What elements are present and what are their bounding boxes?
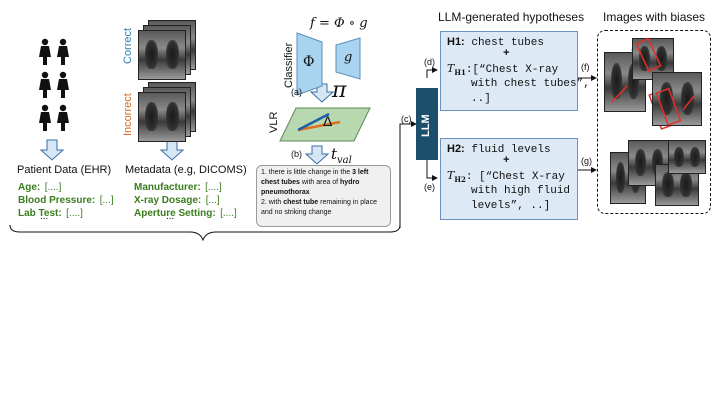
delta-symbol: Δ — [323, 113, 333, 129]
h2-line-3: levels”, ..] — [471, 200, 551, 212]
h1-id: H1: — [447, 36, 465, 48]
incorrect-label: Incorrect — [122, 93, 134, 136]
correct-xray-front — [138, 30, 186, 80]
phi-trapezoid — [296, 32, 323, 96]
metadata-field-value: [...] — [205, 195, 220, 206]
correct-label: Correct — [122, 27, 134, 64]
report-line-1: 1. there is little change in the 3 left … — [261, 169, 369, 196]
metadata-field-key: Aperture Setting: — [134, 208, 216, 219]
step-e-label: (e) — [424, 182, 435, 192]
patient-field-value: [....] — [66, 208, 83, 219]
llm-to-h2-line — [426, 158, 438, 181]
metadata-field-row: Aperture Setting: [....] — [134, 203, 274, 219]
patient-figures-icon — [39, 38, 69, 131]
h2-set-line: TH2: [“Chest X-ray — [447, 169, 565, 184]
metadata-down-arrow — [159, 139, 185, 161]
pi-symbol: π — [332, 78, 347, 103]
h1-line-3: ..] — [471, 93, 491, 105]
patient-ellipsis: ... — [40, 211, 49, 222]
h2-id: H2: — [447, 143, 465, 155]
llm-to-h1-line — [426, 69, 437, 78]
patient-fields: Age: [....] Blood Pressure: [...] Lab Te… — [18, 177, 138, 219]
step-c-label: (c) — [401, 114, 412, 124]
incorrect-xray-front — [138, 92, 186, 142]
g-trapezoid — [335, 37, 361, 80]
step-a-label: (a) — [291, 87, 302, 97]
h2-plus: + — [503, 155, 510, 167]
patient-field-value: [...] — [99, 195, 114, 206]
patient-field-key: Lab Test: — [18, 208, 62, 219]
h1-set-sub: H1 — [454, 68, 466, 78]
step-g-label: (g) — [581, 156, 592, 166]
h2-title: H2: fluid levels — [447, 143, 551, 156]
h1-set-line: TH1:[“Chest X-ray — [447, 62, 558, 77]
hypotheses-header: LLM-generated hypotheses — [438, 10, 585, 24]
phi-symbol: Φ — [303, 54, 315, 70]
biased-xray-3 — [652, 72, 702, 126]
patient-field-row: Blood Pressure: [...] — [18, 190, 138, 206]
h1-title: H1: chest tubes — [447, 36, 544, 49]
patient-field-row: Lab Test: [....] — [18, 203, 138, 219]
metadata-field-value: [....] — [205, 182, 222, 193]
h1-plus: + — [503, 48, 510, 60]
h2-line-2: with high fluid — [471, 185, 571, 197]
step-f-label: (f) — [581, 62, 590, 72]
h2-set-sub: H2 — [454, 175, 466, 185]
classifier-formula: f = Φ ∘ g — [310, 16, 368, 31]
vlr-down-arrow — [304, 145, 330, 165]
images-header: Images with biases — [603, 10, 706, 24]
brace-to-llm-line — [399, 121, 417, 228]
metadata-caption: Metadata (e.g, DICOMS) — [125, 164, 247, 176]
input-brace — [9, 224, 401, 242]
h1-line-2: with chest tubes”, — [471, 78, 590, 90]
radiology-report-box: 1. there is little change in the 3 left … — [256, 165, 391, 227]
patient-field-key: Blood Pressure: — [18, 195, 96, 206]
t-val-sub: val — [337, 155, 352, 166]
metadata-field-value: [....] — [220, 208, 237, 219]
h2-line-1: : [“Chest X-ray — [465, 171, 565, 183]
t-val-main: t — [331, 145, 338, 163]
h1-set-symbol: T — [447, 62, 455, 75]
metadata-fields: Manufacturer: [....] X-ray Dosage: [...]… — [134, 177, 274, 219]
biased-xray-7 — [668, 140, 706, 174]
step-d-label: (d) — [424, 57, 435, 67]
llm-block — [416, 88, 438, 160]
vlr-vector-orange — [297, 120, 341, 132]
biased-images-panel — [597, 30, 711, 214]
h1-title-text: chest tubes — [471, 37, 544, 49]
classifier-label: Classifier — [283, 42, 295, 88]
patient-field-value: [....] — [44, 182, 62, 193]
biased-xray-5 — [628, 140, 670, 186]
vlr-label: VLR — [268, 111, 280, 133]
hypothesis-2-box: H2: fluid levels + TH2: [“Chest X-ray wi… — [440, 138, 578, 220]
t-val-symbol: tval — [331, 145, 352, 166]
metadata-field-key: Manufacturer: — [134, 182, 201, 193]
hypothesis-1-box: H1: chest tubes + TH1:[“Chest X-ray with… — [440, 31, 590, 111]
vlr-vector-blue — [297, 112, 330, 132]
classifier-down-arrow — [309, 83, 335, 103]
h1-line-1: :[“Chest X-ray — [465, 64, 559, 76]
patient-down-arrow — [39, 139, 65, 161]
patient-data-caption: Patient Data (EHR) — [17, 164, 112, 176]
patient-field-row: Age: [....] — [18, 177, 138, 193]
metadata-field-key: X-ray Dosage: — [134, 195, 202, 206]
metadata-ellipsis: ... — [166, 211, 175, 222]
metadata-field-row: X-ray Dosage: [...] — [134, 190, 274, 206]
report-line-2: 2. with chest tube remaining in place an… — [261, 199, 377, 216]
h2-title-text: fluid levels — [471, 144, 551, 156]
h2-set-symbol: T — [447, 169, 455, 182]
patient-field-key: Age: — [18, 182, 41, 193]
llm-label: LLM — [420, 114, 432, 137]
g-symbol: g — [344, 50, 353, 65]
metadata-field-row: Manufacturer: [....] — [134, 177, 274, 193]
step-b-label: (b) — [291, 149, 302, 159]
